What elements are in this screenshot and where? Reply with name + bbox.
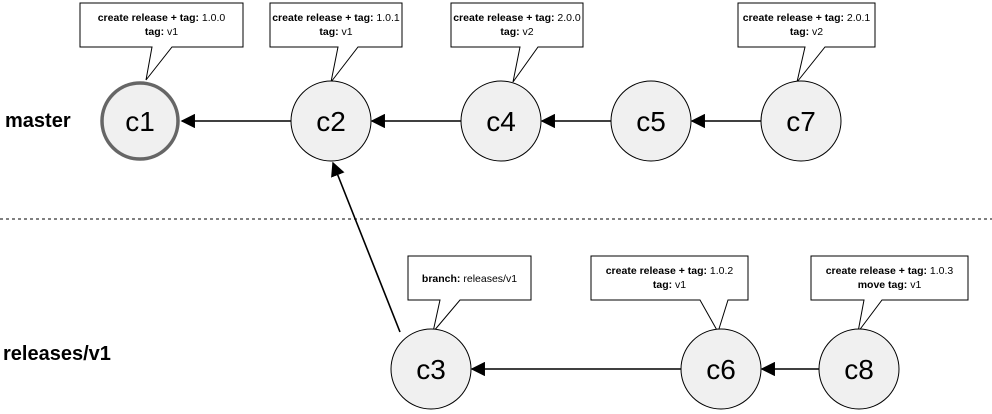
commit-node-c1: c1 bbox=[100, 81, 180, 161]
commit-label-c2: c2 bbox=[316, 106, 346, 137]
commit-node-c7: c7 bbox=[760, 80, 842, 162]
commit-label-c6: c6 bbox=[706, 354, 736, 385]
commit-node-c6: c6 bbox=[680, 328, 762, 410]
commit-label-c1: c1 bbox=[125, 106, 155, 137]
commit-node-c5: c5 bbox=[610, 80, 692, 162]
svg-text:tag: v1: tag: v1 bbox=[653, 279, 686, 291]
commit-node-c3: c3 bbox=[390, 328, 472, 410]
svg-text:create release + tag: 1.0.0: create release + tag: 1.0.0 bbox=[98, 12, 226, 24]
callout-c3: branch: releases/v1 bbox=[407, 255, 532, 333]
svg-text:create release + tag: 1.0.3: create release + tag: 1.0.3 bbox=[826, 265, 954, 277]
commit-node-c2: c2 bbox=[290, 80, 372, 162]
commit-label-c5: c5 bbox=[636, 106, 666, 137]
callout-c4: create release + tag: 2.0.0 tag: v2 bbox=[450, 2, 584, 83]
svg-text:tag: v2: tag: v2 bbox=[500, 26, 533, 38]
svg-text:create release + tag: 1.0.2: create release + tag: 1.0.2 bbox=[606, 265, 734, 277]
svg-text:create release + tag: 2.0.1: create release + tag: 2.0.1 bbox=[743, 12, 871, 24]
commit-node-c8: c8 bbox=[818, 328, 900, 410]
svg-text:tag: v2: tag: v2 bbox=[790, 26, 823, 38]
commit-node-c4: c4 bbox=[460, 80, 542, 162]
svg-text:move tag: v1: move tag: v1 bbox=[858, 279, 922, 291]
callout-c1: create release + tag: 1.0.0 tag: v1 bbox=[79, 2, 244, 81]
commit-label-c8: c8 bbox=[844, 354, 874, 385]
commit-label-c7: c7 bbox=[786, 106, 816, 137]
edge-c3-c2 bbox=[331, 161, 401, 333]
svg-text:tag: v1: tag: v1 bbox=[319, 26, 352, 38]
callout-c2: create release + tag: 1.0.1 tag: v1 bbox=[269, 2, 403, 83]
callout-c8: create release + tag: 1.0.3 move tag: v1 bbox=[810, 255, 969, 333]
svg-text:tag: v1: tag: v1 bbox=[145, 26, 178, 38]
callout-c6: create release + tag: 1.0.2 tag: v1 bbox=[590, 255, 749, 334]
svg-text:create release + tag: 2.0.0: create release + tag: 2.0.0 bbox=[453, 12, 581, 24]
callout-c7: create release + tag: 2.0.1 tag: v2 bbox=[737, 2, 876, 83]
commit-label-c4: c4 bbox=[486, 106, 516, 137]
lane-label-master: master bbox=[5, 110, 71, 132]
svg-text:branch: releases/v1: branch: releases/v1 bbox=[422, 273, 517, 285]
lane-label-releases: releases/v1 bbox=[3, 343, 111, 365]
svg-text:create release + tag: 1.0.1: create release + tag: 1.0.1 bbox=[272, 12, 400, 24]
commit-label-c3: c3 bbox=[416, 354, 446, 385]
